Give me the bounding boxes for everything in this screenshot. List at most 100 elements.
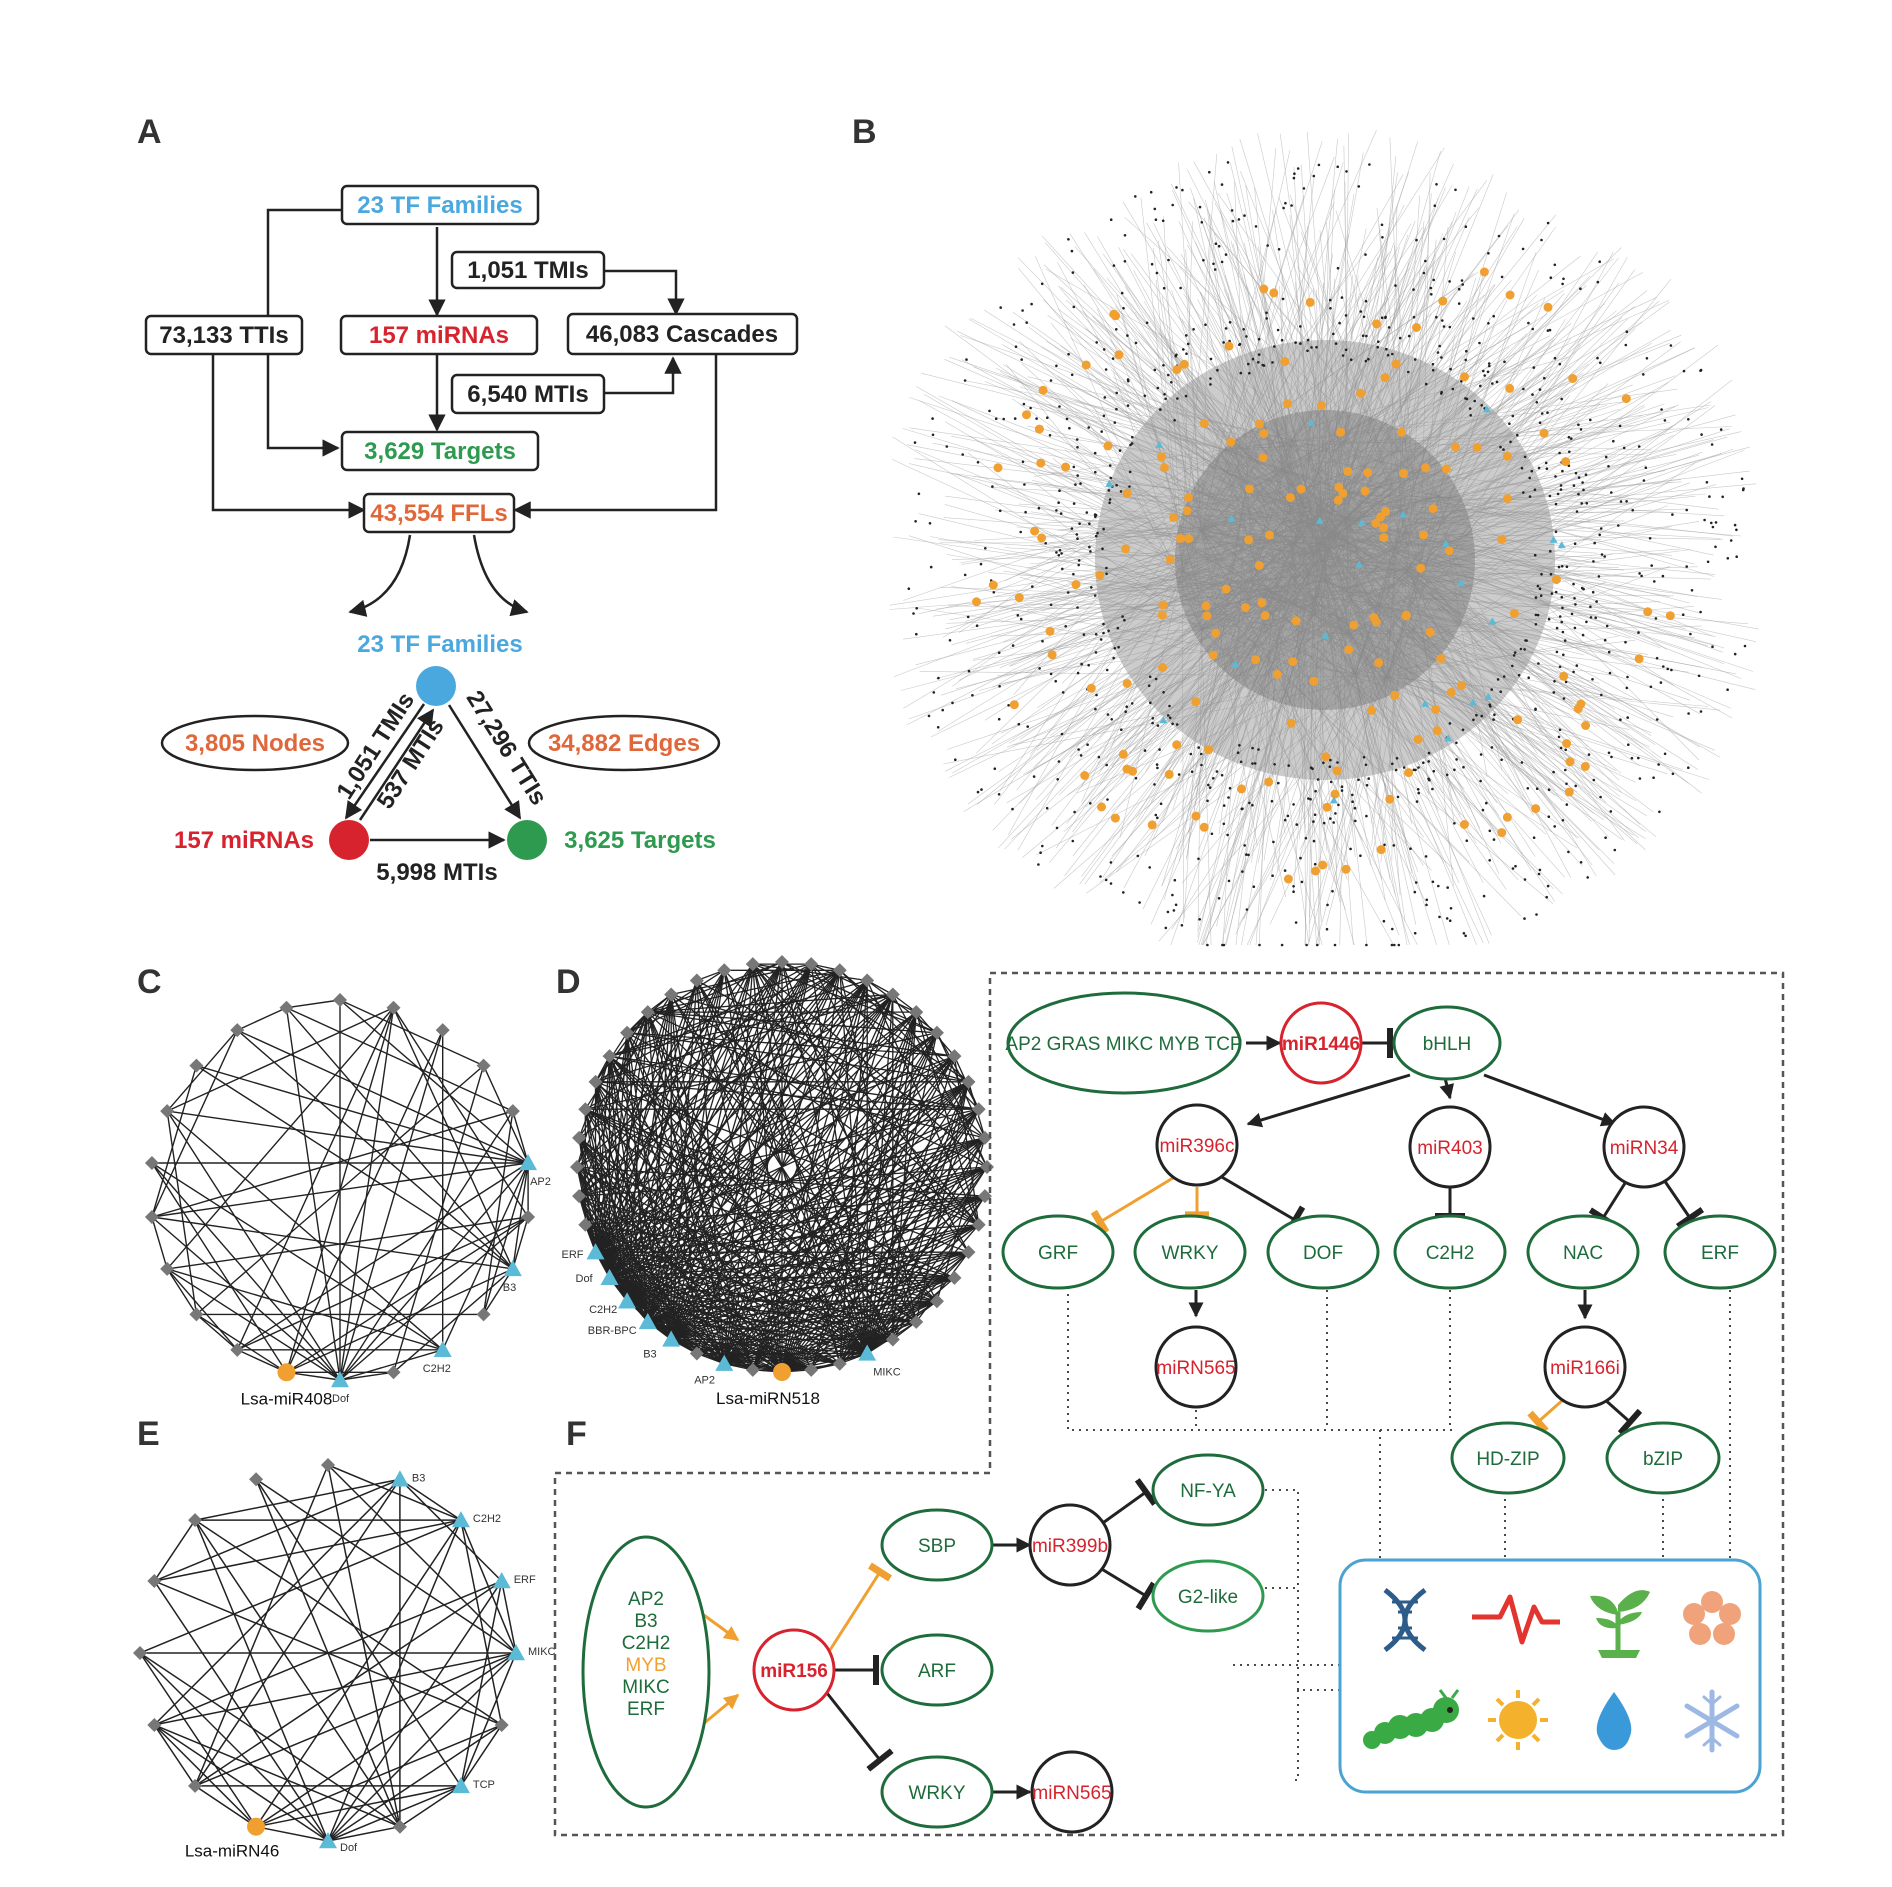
target-dot (1150, 262, 1154, 266)
target-diamond (160, 1261, 175, 1276)
network-edge (1006, 364, 1205, 612)
network-edge (1407, 282, 1620, 571)
target-dot (1555, 626, 1559, 630)
target-dot (1538, 388, 1542, 391)
target-dot (1252, 885, 1256, 888)
target-dot (1177, 773, 1181, 776)
target-dot (1533, 488, 1537, 492)
target-dot (1222, 804, 1226, 807)
target-dot (1046, 416, 1049, 420)
network-edge (1029, 327, 1246, 492)
mirna-dot (1419, 530, 1429, 540)
network-edge (1201, 629, 1454, 870)
network-edge (1029, 536, 1337, 565)
tf-label: AP2 (694, 1375, 715, 1387)
target-dot (1577, 423, 1580, 427)
target-dot (1554, 530, 1558, 534)
tf-triangle (1488, 617, 1497, 625)
target-dot (1526, 787, 1530, 790)
target-dot (1313, 813, 1317, 816)
mirna-dot (1634, 654, 1644, 664)
tf-label: BBR-BPC (588, 1325, 637, 1337)
target-dot (1572, 582, 1575, 586)
net-edge (608, 1012, 649, 1278)
target-dot (1604, 836, 1607, 839)
target-dot (1181, 188, 1184, 192)
mirna-dot (1576, 699, 1586, 709)
net-edge (723, 1032, 938, 1365)
network-edge (1158, 677, 1388, 942)
network-edge (948, 605, 1271, 614)
target-dot (1041, 639, 1044, 643)
mirna-dot (1318, 860, 1328, 870)
target-dot (1105, 572, 1108, 576)
target-dot (1236, 751, 1240, 754)
target-dot (1582, 488, 1585, 492)
target-dot (1573, 542, 1577, 545)
network-edge (1019, 543, 1321, 661)
mirna-dot (1034, 424, 1044, 434)
source-tf-item: AP2 (628, 1589, 664, 1610)
network-edge (1136, 523, 1314, 818)
tf-node (416, 666, 456, 706)
mirna-dot (1543, 302, 1553, 312)
network-edge (1003, 570, 1183, 643)
phenotype-icon-box (1338, 1558, 1762, 1794)
svg-text:157 miRNAs: 157 miRNAs (174, 827, 314, 854)
target-dot (1740, 477, 1744, 481)
network-edge (1201, 449, 1582, 530)
target-dot (1242, 328, 1245, 331)
mirna-dot (1497, 535, 1507, 545)
target-dot (997, 651, 1001, 654)
target-dot (1305, 943, 1308, 947)
net-edge (647, 1012, 672, 1340)
network-edge (1204, 284, 1495, 612)
network-edge (1324, 218, 1525, 560)
network-edge (1348, 625, 1702, 635)
target-dot (1072, 502, 1076, 505)
network-edge (1378, 605, 1715, 751)
target-dot (1492, 838, 1496, 841)
tf-label: B3 (643, 1349, 656, 1361)
target-diamond (435, 1023, 450, 1038)
net-edge (339, 999, 484, 1067)
net-edge (585, 1195, 985, 1226)
mirna-dot (1158, 600, 1168, 610)
network-edge (1243, 242, 1304, 505)
net-edge (594, 1081, 725, 1364)
network-edge (1344, 347, 1695, 519)
network-edge (1201, 334, 1682, 532)
target-dot (1326, 903, 1329, 907)
net-edge (866, 1012, 917, 1354)
network-edge (983, 468, 1282, 589)
target-dot (1054, 679, 1057, 683)
target-dot (1448, 722, 1452, 725)
svg-text:5,998 MTIs: 5,998 MTIs (376, 859, 497, 886)
target-dot (1430, 293, 1433, 296)
network-edge (1166, 246, 1402, 510)
svg-text:miRN565: miRN565 (1032, 1783, 1111, 1804)
network-edge (967, 536, 1337, 805)
target-dot (1168, 704, 1171, 708)
target-dot (1638, 572, 1641, 575)
target-dot (1558, 451, 1561, 455)
svg-text:73,133 TTIs: 73,133 TTIs (159, 322, 288, 349)
target-dot (1480, 404, 1483, 407)
network-edge (1060, 286, 1304, 505)
mirna-dot (1201, 601, 1211, 611)
tf-triangle (1307, 418, 1316, 426)
target-diamond (578, 1102, 593, 1117)
target-dot (1257, 353, 1261, 356)
target-dot (913, 441, 917, 444)
panel-letter-c: C (137, 963, 162, 1001)
target-dot (907, 587, 911, 590)
net-edge (151, 1216, 168, 1270)
cascades-box: 46,083 Cascades (566, 312, 799, 356)
network-edge (1350, 482, 1690, 601)
target-dot (997, 793, 1001, 796)
mirna-dot (1244, 484, 1254, 494)
net-edge (752, 963, 868, 982)
target-dot (1110, 718, 1113, 721)
tf-label: ERF (562, 1249, 584, 1261)
target-dot (912, 612, 915, 615)
